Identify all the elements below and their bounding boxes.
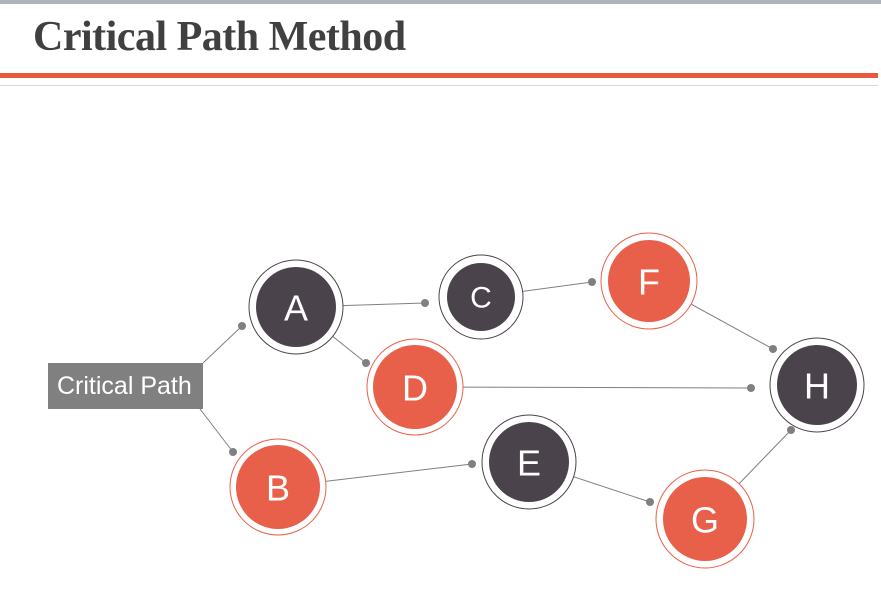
node-label-F: F <box>638 262 660 303</box>
node-label-E: E <box>517 443 541 484</box>
node-label-C: C <box>470 282 492 315</box>
node-F[interactable]: F <box>600 232 698 330</box>
edge-dot <box>238 322 246 330</box>
critical-path-label[interactable]: Critical Path <box>48 363 203 409</box>
node-A[interactable]: A <box>248 259 344 355</box>
node-G[interactable]: G <box>655 469 755 569</box>
node-label-G: G <box>691 500 719 541</box>
node-label-H: H <box>804 366 830 407</box>
top-accent-bar <box>0 0 881 4</box>
edge-start-B <box>199 408 237 456</box>
node-label-A: A <box>284 288 308 329</box>
node-E[interactable]: E <box>481 414 577 510</box>
edge-dot <box>421 299 429 307</box>
edge-D-H <box>414 384 755 392</box>
node-label-D: D <box>402 368 428 409</box>
title-hairline <box>0 85 878 86</box>
edge-start-A <box>202 322 246 364</box>
node-label-B: B <box>266 468 290 509</box>
edge-dot <box>468 460 476 468</box>
node-C[interactable]: C <box>438 254 524 340</box>
edge-dot <box>769 345 777 353</box>
edge-dot <box>646 498 654 506</box>
edge-dot <box>362 359 370 367</box>
edge-dot <box>229 448 237 456</box>
edge-dot <box>747 384 755 392</box>
title-divider <box>0 73 878 78</box>
page-title: Critical Path Method <box>33 14 406 60</box>
node-H[interactable]: H <box>769 337 865 433</box>
edge-dot <box>588 278 596 286</box>
node-B[interactable]: B <box>229 438 327 536</box>
edge-dot <box>787 426 795 434</box>
node-D[interactable]: D <box>366 338 464 436</box>
